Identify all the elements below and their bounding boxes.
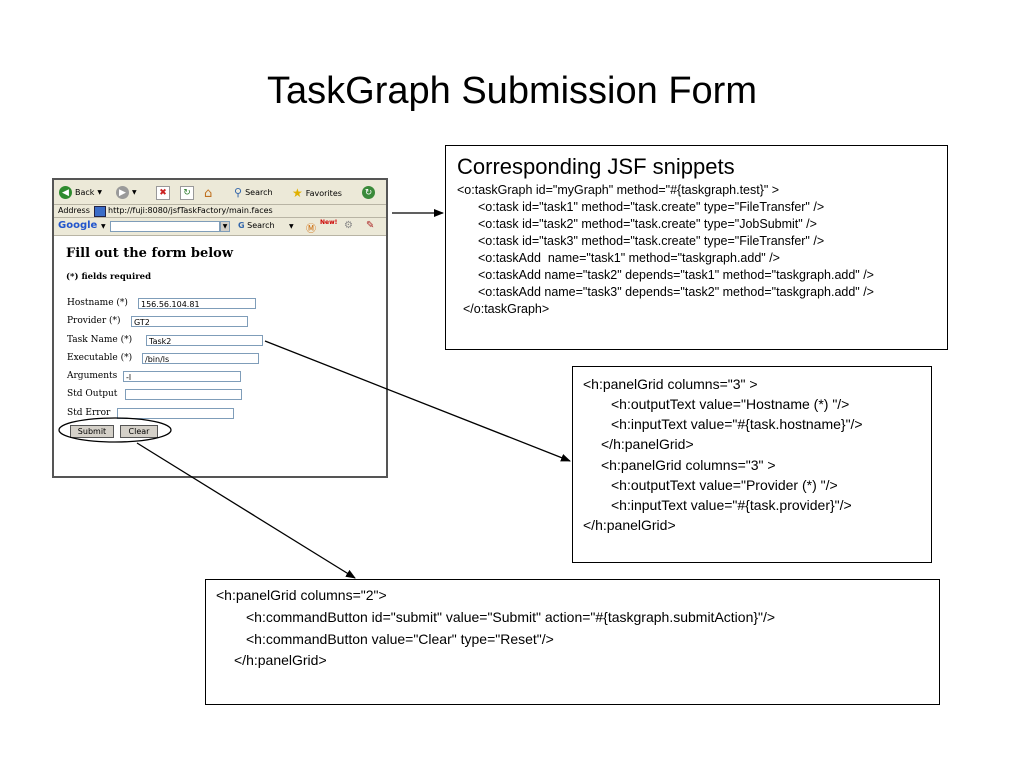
new-badge: New! — [320, 219, 338, 226]
jsf-line: <o:taskAdd name="task3" depends="task2" … — [478, 285, 874, 299]
stop-icon: ✖ — [156, 186, 170, 200]
task-name-label: Task Name (*) — [67, 335, 133, 345]
back-arrow-icon: ◀ — [59, 186, 72, 199]
panel-line: <h:inputText value="#{task.hostname}"/> — [611, 416, 863, 432]
google-logo: Google — [58, 220, 98, 231]
slide-title: TaskGraph Submission Form — [267, 70, 757, 112]
address-bar: Address http://fuji:8080/jsfTaskFactory/… — [54, 205, 386, 218]
jsf-line: </o:taskGraph> — [463, 302, 550, 316]
provider-input[interactable]: GT2 — [131, 316, 248, 327]
home-icon: ⌂ — [204, 186, 213, 201]
panel-line: <h:inputText value="#{task.provider}"/> — [611, 497, 852, 513]
star-icon: ★ — [292, 186, 303, 200]
forward-arrow-icon: ▶ — [116, 186, 129, 199]
jsf-line: <o:taskAdd name="task1" method="taskgrap… — [478, 251, 780, 265]
jsf-snippets-box: Corresponding JSF snippets <o:taskGraph … — [445, 145, 948, 350]
executable-input[interactable]: /bin/ls — [142, 353, 259, 364]
highlight-icon[interactable]: ✎ — [366, 220, 375, 231]
address-url[interactable]: http://fuji:8080/jsfTaskFactory/main.fac… — [108, 206, 273, 215]
google-search-label: Search — [247, 221, 275, 230]
google-toolbar: Google ▼ ▼ G Search ▼ Ⓜ New! ⚙ ✎ — [54, 218, 386, 236]
panel-line: <h:panelGrid columns="3" > — [583, 376, 758, 392]
required-note: (*) fields required — [66, 272, 152, 282]
favorites-button[interactable]: ★ Favorites — [292, 186, 342, 200]
cmd-line: </h:panelGrid> — [234, 652, 327, 668]
media-button[interactable]: ↻ — [362, 186, 375, 199]
cmd-line: <h:commandButton id="submit" value="Subm… — [246, 609, 776, 625]
google-search-dropdown-icon: ▼ — [289, 223, 294, 230]
back-button[interactable]: ◀ Back ▼ — [59, 186, 102, 199]
jsf-box-title: Corresponding JSF snippets — [457, 154, 735, 179]
task-name-input[interactable]: Task2 — [146, 335, 263, 346]
google-dropdown-icon: ▼ — [101, 223, 106, 230]
std-output-label: Std Output — [67, 389, 118, 399]
search-icon: ⚲ — [234, 186, 243, 199]
search-label: Search — [245, 188, 273, 197]
std-output-input[interactable] — [125, 389, 242, 400]
command-button-box: <h:panelGrid columns="2"> <h:commandButt… — [205, 579, 940, 705]
submit-button[interactable]: Submit — [70, 425, 114, 438]
pagerank-icon[interactable]: Ⓜ — [306, 224, 316, 235]
panel-line: <h:outputText value="Hostname (*) "/> — [611, 396, 850, 412]
home-button[interactable]: ⌂ — [204, 186, 212, 201]
form-heading: Fill out the form below — [66, 246, 234, 261]
browser-toolbar: ◀ Back ▼ ▶ ▼ ✖ ↻ ⌂ ⚲ Search ★ Favorites … — [54, 180, 386, 205]
std-error-input[interactable] — [117, 408, 234, 419]
panel-line: </h:panelGrid> — [583, 517, 676, 533]
jsf-line: <o:task id="task1" method="task.create" … — [478, 200, 825, 214]
google-search-button[interactable]: G Search — [238, 221, 275, 230]
arguments-input[interactable]: -l — [123, 371, 241, 382]
cmd-line: <h:panelGrid columns="2"> — [216, 587, 387, 603]
panel-line: </h:panelGrid> — [601, 436, 694, 452]
refresh-button[interactable]: ↻ — [180, 186, 194, 200]
address-label: Address — [58, 206, 90, 215]
page-icon — [94, 206, 106, 217]
jsf-line: <o:task id="task2" method="task.create" … — [478, 217, 817, 231]
cmd-line: <h:commandButton value="Clear" type="Res… — [246, 631, 554, 647]
google-search-icon: G — [238, 221, 245, 230]
forward-button[interactable]: ▶ ▼ — [116, 186, 137, 199]
refresh-icon: ↻ — [180, 186, 194, 200]
executable-label: Executable (*) — [67, 353, 133, 363]
google-input-dropdown-icon[interactable]: ▼ — [220, 221, 230, 232]
clear-button[interactable]: Clear — [120, 425, 158, 438]
favorites-label: Favorites — [305, 188, 342, 198]
google-search-input[interactable] — [110, 221, 220, 232]
stop-button[interactable]: ✖ — [156, 186, 170, 200]
search-button[interactable]: ⚲ Search — [234, 186, 273, 199]
back-dropdown-icon: ▼ — [97, 189, 103, 196]
std-error-label: Std Error — [67, 408, 111, 418]
panel-line: <h:outputText value="Provider (*) "/> — [611, 477, 838, 493]
media-icon: ↻ — [362, 186, 375, 199]
form-page: Fill out the form below (*) fields requi… — [54, 237, 386, 476]
popup-blocker-icon[interactable]: ⚙ — [344, 220, 353, 231]
jsf-line: <o:task id="task3" method="task.create" … — [478, 234, 825, 248]
panelgrid-box: <h:panelGrid columns="3" > <h:outputText… — [572, 366, 932, 563]
back-label: Back — [75, 188, 95, 197]
hostname-label: Hostname (*) — [67, 298, 128, 308]
jsf-line: <o:taskAdd name="task2" depends="task1" … — [478, 268, 874, 282]
browser-screenshot: ◀ Back ▼ ▶ ▼ ✖ ↻ ⌂ ⚲ Search ★ Favorites … — [52, 178, 388, 478]
hostname-input[interactable]: 156.56.104.81 — [138, 298, 256, 309]
jsf-line: <o:taskGraph id="myGraph" method="#{task… — [457, 183, 780, 197]
arguments-label: Arguments — [67, 371, 118, 381]
forward-dropdown-icon: ▼ — [132, 189, 137, 196]
provider-label: Provider (*) — [67, 316, 121, 326]
panel-line: <h:panelGrid columns="3" > — [601, 457, 776, 473]
